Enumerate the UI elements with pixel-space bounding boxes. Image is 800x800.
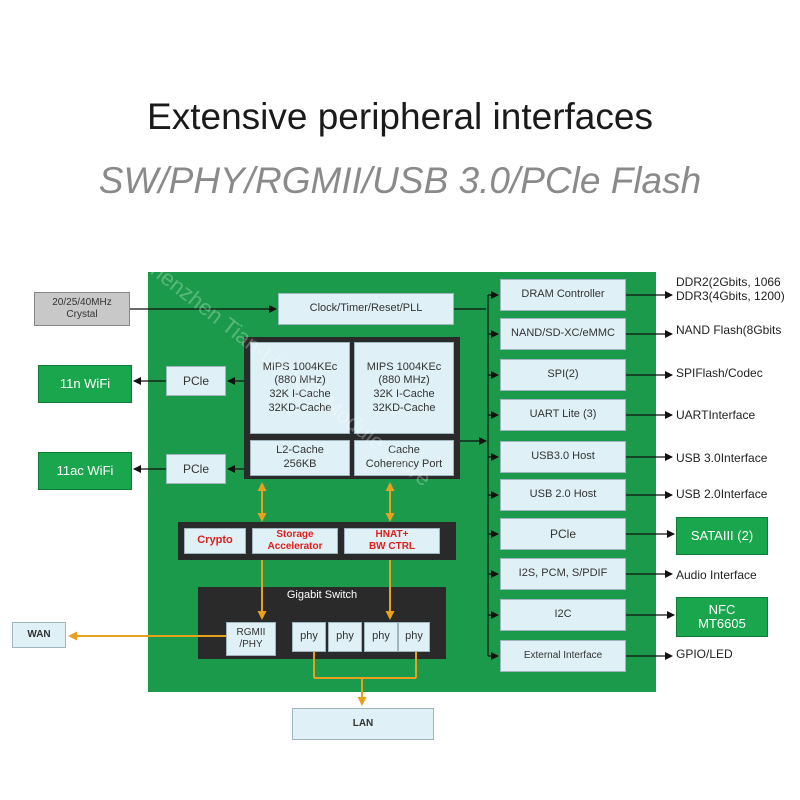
crypto-box: Crypto: [184, 528, 246, 554]
rgmii-phy: RGMII /PHY: [226, 622, 276, 656]
phy-2: phy: [328, 622, 362, 652]
usb3-output: USB 3.0Interface: [676, 451, 768, 465]
ddr-output: DDR2(2Gbits, 1066 DDR3(4Gbits, 1200): [676, 275, 785, 304]
wifi-11ac: 11ac WiFi: [38, 452, 132, 490]
crystal-box: 20/25/40MHz Crystal: [34, 292, 130, 326]
spi-controller: SPI(2): [500, 359, 626, 391]
usb3-host: USB3.0 Host: [500, 441, 626, 473]
i2c-controller: I2C: [500, 599, 626, 631]
wifi-11n: 11n WiFi: [38, 365, 132, 403]
usb2-output: USB 2.0Interface: [676, 487, 768, 501]
page-subtitle: SW/PHY/RGMII/USB 3.0/PCle Flash: [98, 160, 702, 201]
sataiii-box: SATAIII (2): [676, 517, 768, 555]
hnat-bw-ctrl: HNAT+ BW CTRL: [344, 528, 440, 554]
storage-accelerator: Storage Accelerator: [252, 528, 338, 554]
cpu-core-2: MIPS 1004KEc (880 MHz) 32K I-Cache 32KD-…: [354, 342, 454, 434]
gpio-output: GPIO/LED: [676, 647, 733, 661]
clock-box: Clock/Timer/Reset/PLL: [278, 293, 454, 325]
external-interface: External Interface: [500, 640, 626, 672]
nand-output: NAND Flash(8Gbits: [676, 323, 782, 337]
cache-coherency-port: Cache Coherency Port: [354, 440, 454, 476]
phy-3: phy: [364, 622, 398, 652]
phy-1: phy: [292, 622, 326, 652]
pcie-controller: PCle: [500, 518, 626, 550]
pcie-11n: PCle: [166, 366, 226, 396]
nand-controller: NAND/SD-XC/eMMC: [500, 318, 626, 350]
dram-controller: DRAM Controller: [500, 279, 626, 311]
usb2-host: USB 2.0 Host: [500, 479, 626, 511]
phy-4: phy: [398, 622, 430, 652]
wan-box: WAN: [12, 622, 66, 648]
audio-controller: I2S, PCM, S/PDIF: [500, 558, 626, 590]
l2-cache: L2-Cache 256KB: [250, 440, 350, 476]
spi-output: SPIFlash/Codec: [676, 366, 763, 380]
pcie-11ac: PCle: [166, 454, 226, 484]
nfc-box: NFC MT6605: [676, 597, 768, 637]
lan-box: LAN: [292, 708, 434, 740]
page-title: Extensive peripheral interfaces: [147, 96, 653, 137]
audio-output: Audio Interface: [676, 568, 757, 582]
cpu-core-1: MIPS 1004KEc (880 MHz) 32K I-Cache 32KD-…: [250, 342, 350, 434]
uart-output: UARTInterface: [676, 408, 756, 422]
uart-controller: UART Lite (3): [500, 399, 626, 431]
switch-title: Gigabit Switch: [286, 589, 358, 601]
